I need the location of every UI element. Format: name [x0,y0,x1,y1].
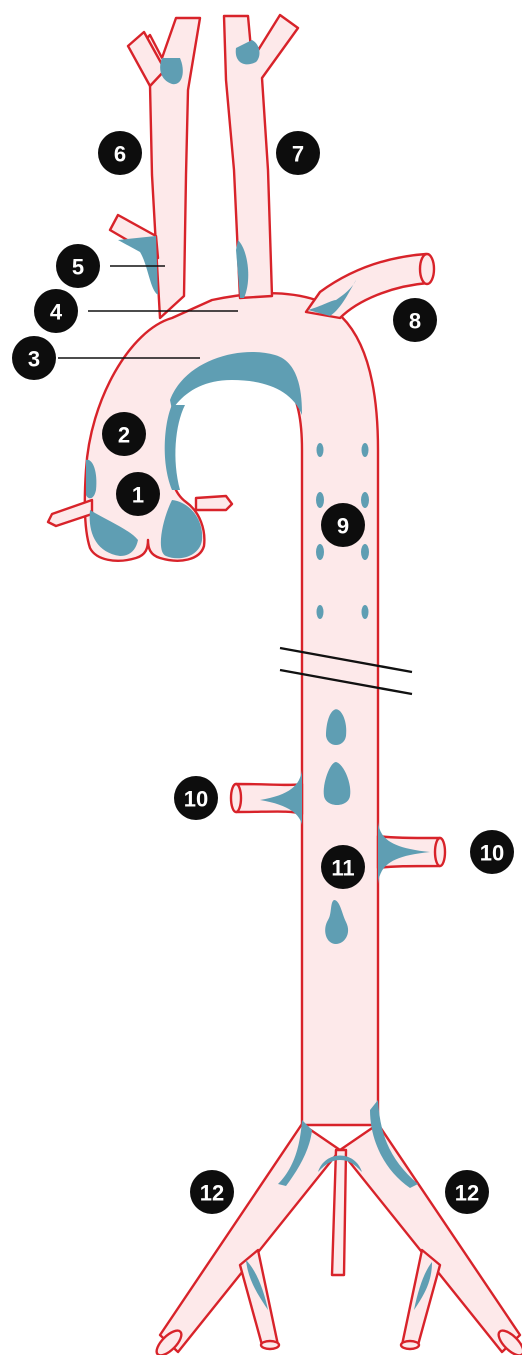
marker-1: 1 [116,472,160,516]
plaque-speck [316,492,324,508]
marker-label-9: 9 [337,514,349,539]
marker-5: 5 [56,244,100,288]
marker-label-12-left: 12 [200,1181,224,1206]
marker-4: 4 [34,289,78,333]
marker-12-left: 12 [190,1170,234,1214]
marker-10-left: 10 [174,776,218,820]
marker-label-7: 7 [292,142,304,167]
left-coronary-branch [196,496,232,510]
marker-label-4: 4 [50,300,63,325]
plaque-speck [362,443,369,457]
marker-label-3: 3 [28,347,40,372]
vessels [48,15,522,1355]
marker-3: 3 [12,336,56,380]
right-common-iliac [160,1124,340,1352]
marker-label-12-right: 12 [455,1181,479,1206]
marker-label-8: 8 [409,309,421,334]
marker-label-10-left: 10 [184,787,208,812]
plaque-speck [361,544,369,560]
marker-label-10-right: 10 [480,841,504,866]
marker-11: 11 [321,845,365,889]
marker-label-2: 2 [118,423,130,448]
median-sacral-artery [332,1150,346,1275]
plaque-speck [317,443,324,457]
plaque-speck [362,605,369,619]
marker-9: 9 [321,503,365,547]
left-common-iliac [340,1124,520,1352]
marker-10-right: 10 [470,830,514,874]
right-internal-iliac-end [261,1341,279,1349]
plaque-speck [317,605,324,619]
marker-12-right: 12 [445,1170,489,1214]
left-subclavian-end [420,254,434,284]
marker-7: 7 [276,131,320,175]
marker-8: 8 [393,298,437,342]
marker-6: 6 [98,131,142,175]
plaque-speck [361,492,369,508]
marker-2: 2 [102,412,146,456]
left-renal-end [435,838,445,866]
marker-label-6: 6 [114,142,126,167]
right-renal-end [231,784,241,812]
plaque-speck [316,544,324,560]
right-internal-iliac [240,1250,278,1345]
marker-label-5: 5 [72,255,84,280]
marker-label-1: 1 [132,483,144,508]
marker-label-11: 11 [331,856,354,881]
left-internal-iliac-end [401,1341,419,1349]
